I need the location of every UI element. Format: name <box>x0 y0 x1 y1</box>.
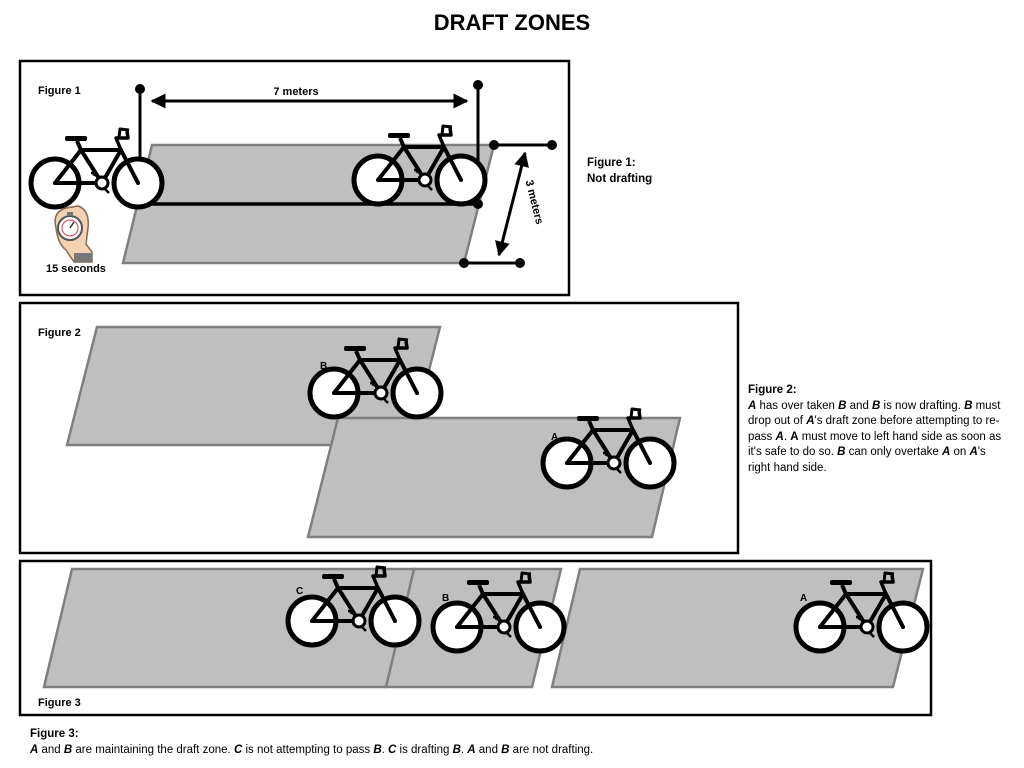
caption-run: B <box>452 743 461 756</box>
caption-run: 's right hand side. <box>748 446 986 474</box>
stopwatch-icon <box>54 205 93 263</box>
figure-3-draft-zone-a <box>550 567 925 689</box>
figure-2-label: Figure 2 <box>38 327 81 339</box>
figure-2-caption: Figure 2: A has over taken B and B is no… <box>748 383 1006 476</box>
caption-run: A <box>806 415 815 427</box>
figure-1-label: Figure 1 <box>38 85 81 97</box>
caption-run: are not drafting. <box>509 743 594 756</box>
caption-run: on <box>950 446 970 458</box>
rider-label-b: B <box>320 361 327 372</box>
caption-run: B <box>63 743 73 756</box>
length-label: 7 meters <box>273 86 318 98</box>
caption-run: B <box>872 399 881 412</box>
caption-run: are maintaining the draft zone. <box>72 743 234 756</box>
caption-run: can only overtake <box>845 446 942 458</box>
caption-run: A <box>30 743 39 756</box>
rider-label-a: A <box>551 432 558 443</box>
figure-3-caption: Figure 3: A and B are maintaining the dr… <box>30 727 930 758</box>
caption-run: A <box>941 446 951 458</box>
caption-run: 's draft zone before attempting to re-pa… <box>748 415 1000 443</box>
caption-run: must move to left hand side as soon as i… <box>748 430 1002 459</box>
caption-run: B <box>373 743 382 756</box>
caption-run: is drafting <box>396 743 453 756</box>
caption-text: Not drafting <box>587 172 653 185</box>
rider-label-a: A <box>800 593 807 604</box>
caption-run: B <box>501 743 510 756</box>
caption-run: . <box>783 430 791 443</box>
caption-run: and <box>846 399 873 412</box>
caption-body: A and B are maintaining the draft zone. … <box>30 744 593 756</box>
page-title: DRAFT ZONES <box>433 10 591 35</box>
caption-run: . <box>460 743 468 756</box>
figure-3-label: Figure 3 <box>38 697 81 709</box>
caption-run: must drop out of <box>748 399 1001 428</box>
caption-run: A <box>969 446 978 458</box>
width-arrow <box>495 151 529 257</box>
caption-heading: Figure 3: <box>30 728 79 740</box>
rider-label-c: C <box>296 586 303 597</box>
caption-run: C <box>233 743 243 756</box>
caption-run: . <box>381 743 389 756</box>
caption-run: has over taken <box>756 399 839 412</box>
caption-run: B <box>964 399 973 412</box>
caption-body: A has over taken B and B is now drafting… <box>748 400 1001 474</box>
caption-run: and <box>38 743 64 756</box>
caption-run: A <box>467 743 476 756</box>
caption-run: C <box>388 743 397 756</box>
caption-run: and <box>475 743 502 756</box>
caption-run: B <box>838 399 847 412</box>
figure-1-caption: Figure 1: Not drafting <box>587 156 707 187</box>
caption-heading: Figure 2: <box>748 384 797 396</box>
time-label: 15 seconds <box>46 263 106 275</box>
caption-run: is now drafting. <box>880 399 965 412</box>
caption-heading: Figure 1: <box>587 157 636 169</box>
caption-run: A <box>775 430 784 443</box>
caption-run: B <box>837 446 846 458</box>
rider-label-b: B <box>442 593 449 604</box>
caption-run: is not attempting to pass <box>242 743 374 756</box>
caption-run: A <box>748 399 757 412</box>
caption-run: A <box>790 430 799 443</box>
figure-2-draft-zone-a <box>306 416 682 539</box>
